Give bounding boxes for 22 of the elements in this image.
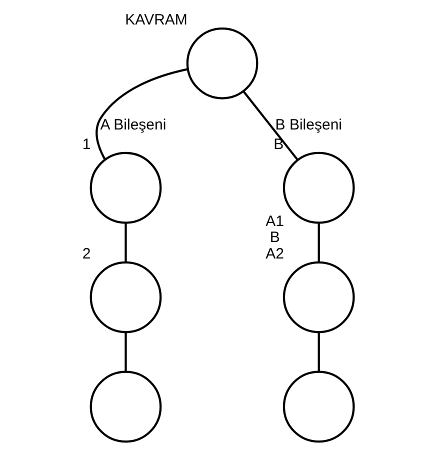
node-label: B [274, 136, 284, 153]
connector [124, 332, 127, 372]
edge-label: B Bileşeni [275, 116, 342, 134]
node-label: B [270, 229, 280, 246]
connector [318, 222, 320, 262]
edge-label: A Bileşeni [100, 116, 166, 134]
connector [318, 332, 320, 372]
node-circle [90, 152, 162, 224]
connector [242, 90, 299, 161]
node-label: KAVRAM [125, 11, 188, 28]
node-circle [186, 27, 258, 100]
node-circle [90, 370, 162, 443]
node-circle [282, 152, 355, 224]
node-label: 2 [82, 245, 91, 262]
node-circle [90, 261, 162, 334]
node-circle [282, 370, 355, 443]
node-circle [282, 261, 355, 334]
node-label: A1 [266, 213, 284, 230]
connector [124, 222, 127, 262]
node-label: 1 [82, 136, 91, 153]
connector [96, 68, 188, 160]
node-label: A2 [266, 245, 284, 262]
